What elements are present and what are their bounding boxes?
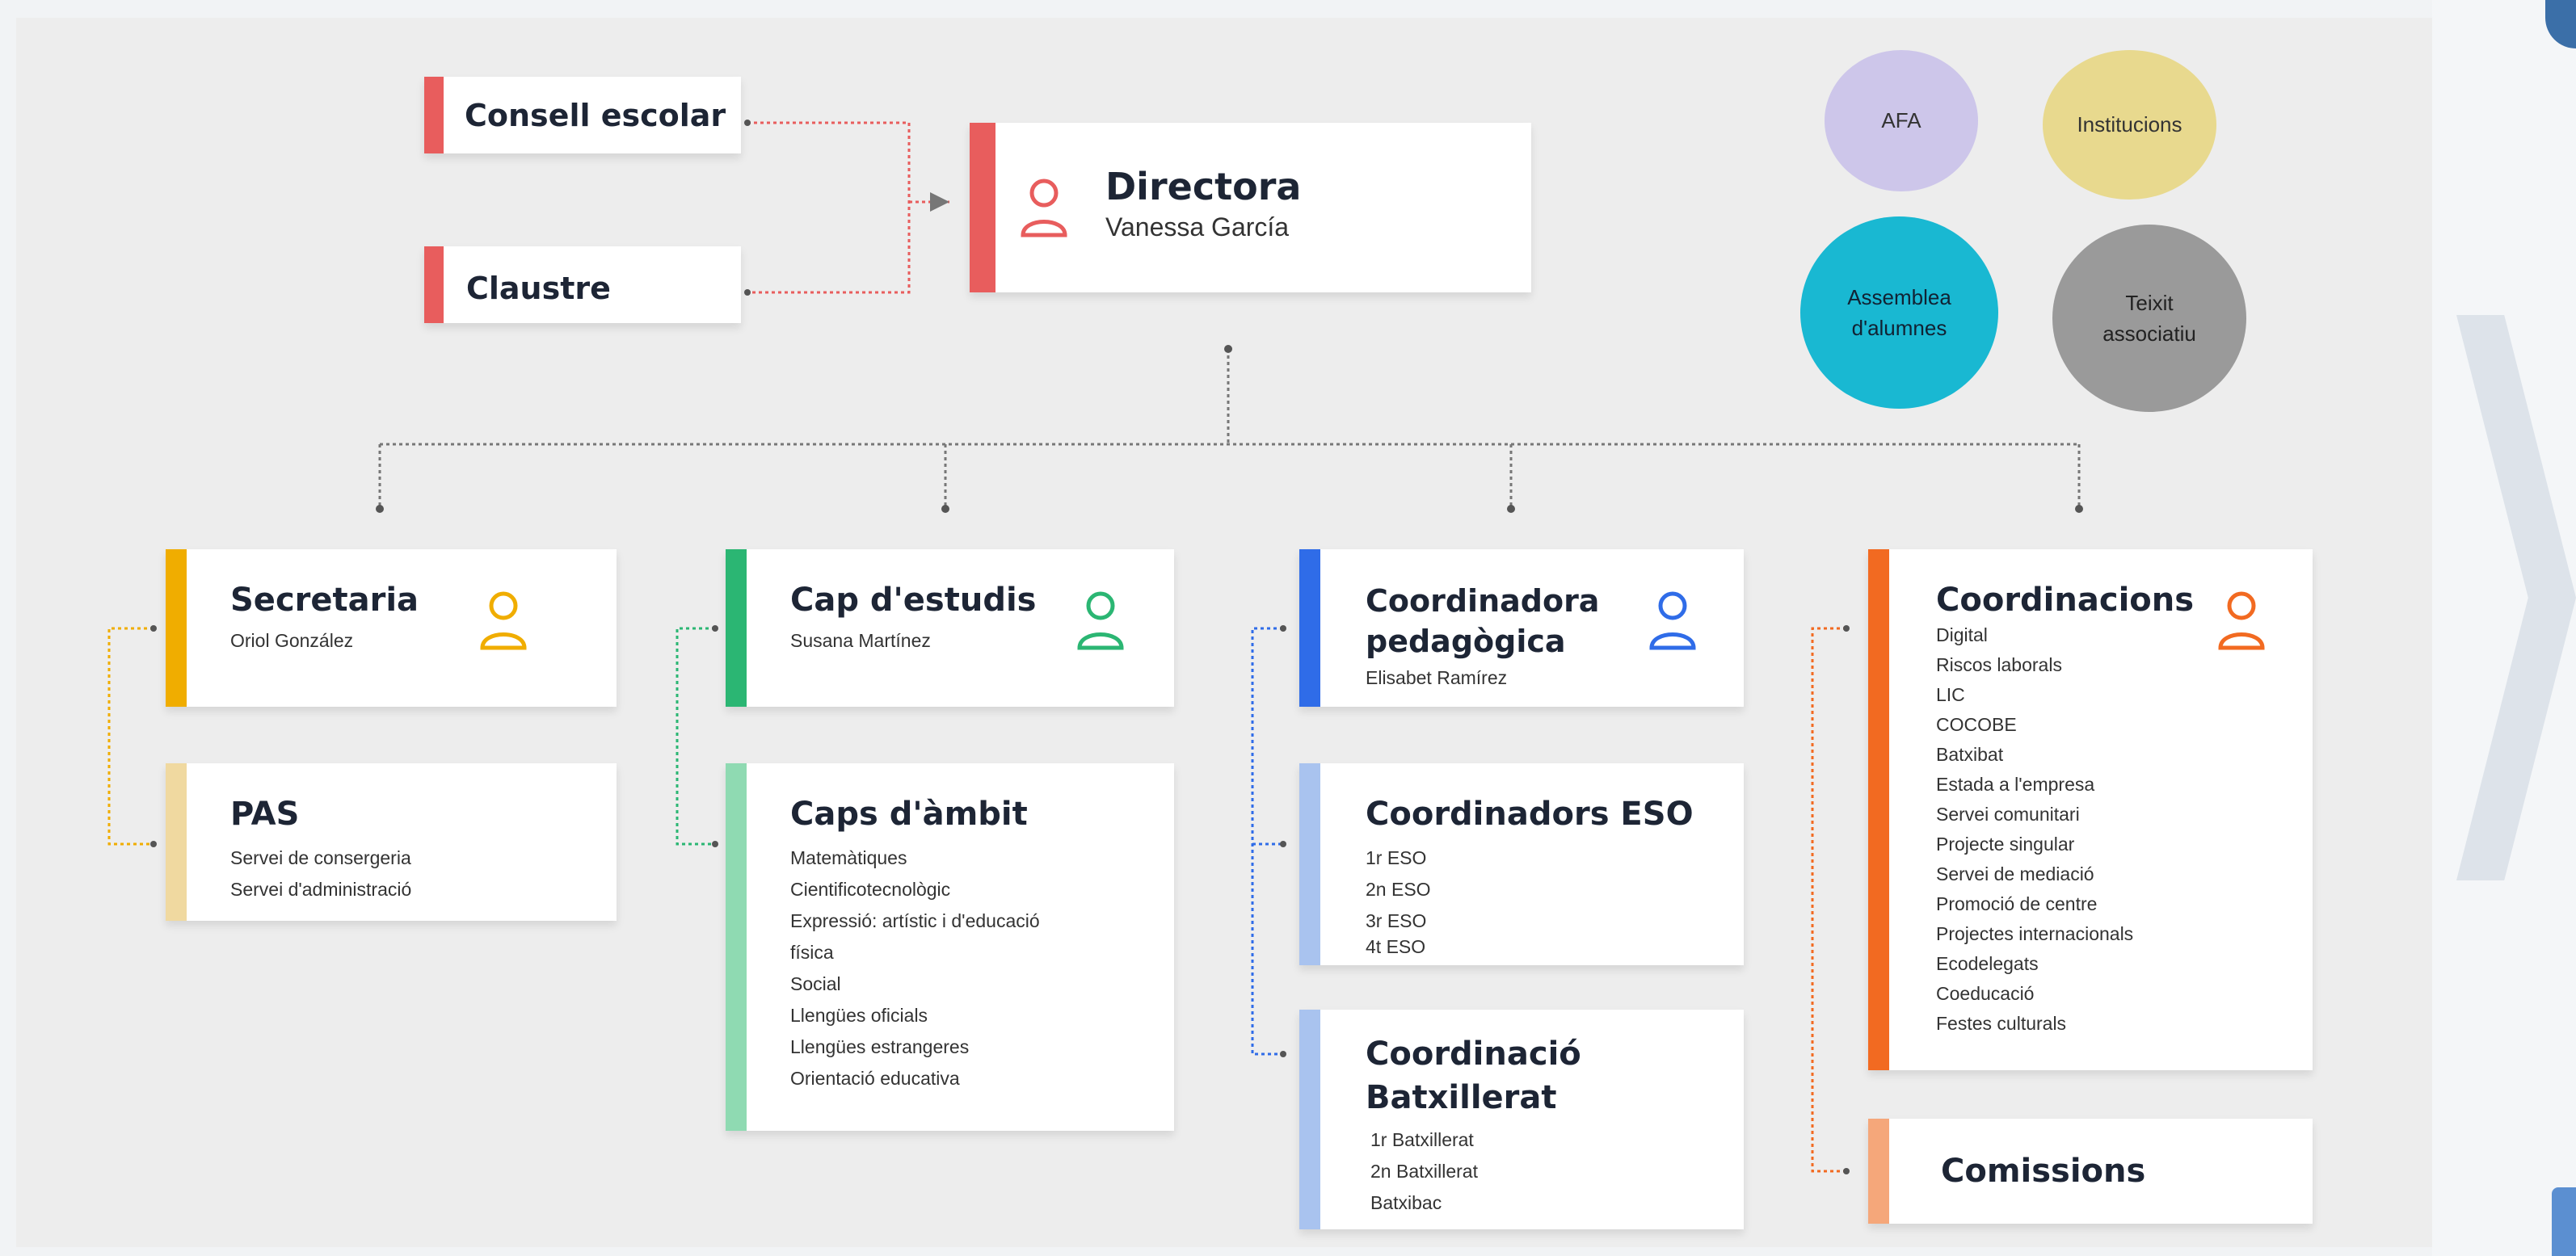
batx-item: 2n Batxillerat (1370, 1161, 1478, 1182)
bubble-afa-label: AFA (1881, 108, 1921, 132)
coordinacions-item: Projecte singular (1936, 834, 2075, 855)
caps-ambit-item: Orientació educativa (790, 1068, 960, 1089)
bubble-teixit-line1: Teixit (2125, 291, 2174, 315)
person-icon (1077, 591, 1124, 650)
eso-item: 2n ESO (1366, 879, 1431, 900)
coordinacions-item: Estada a l'empresa (1936, 774, 2095, 795)
batx-item: 1r Batxillerat (1370, 1129, 1474, 1150)
coordinacions-item: Projectes internacionals (1936, 923, 2134, 944)
coordinacions-item: Ecodelegats (1936, 953, 2039, 974)
bubble-assemblea-line2: d'alumnes (1851, 316, 1947, 340)
eso-item: 3r ESO (1366, 910, 1427, 931)
coordinacions-item: Servei de mediació (1936, 863, 2094, 884)
coordinacions-item: Festes culturals (1936, 1013, 2067, 1034)
coordinadors-eso-accent-bar (1299, 763, 1320, 965)
caps-ambit-title: Caps d'àmbit (790, 796, 1028, 833)
bubble-institucions: Institucions (2043, 50, 2216, 200)
coordinacions-accent-bar (1868, 549, 1889, 1070)
bubble-teixit-line2: associatiu (2102, 321, 2196, 346)
coordinacions-title: Coordinacions (1936, 582, 2195, 619)
coordinacions-item: Servei comunitari (1936, 804, 2080, 825)
coordinacions-box: Coordinacions Digital Riscos laborals LI… (1868, 549, 2313, 1070)
coordinacions-item: Promoció de centre (1936, 893, 2098, 914)
director-accent-bar (970, 123, 995, 292)
pas-item: Servei d'administració (230, 879, 412, 900)
director-title: Directora (1105, 165, 1302, 208)
coordinacio-batxillerat-box: Coordinació Batxillerat 1r Batxillerat 2… (1299, 1010, 1744, 1229)
batx-item: Batxibac (1370, 1192, 1442, 1213)
eso-item: 1r ESO (1366, 847, 1427, 868)
person-icon (1021, 179, 1067, 237)
secretaria-accent-bar (166, 549, 187, 707)
coordinacio-batxillerat-accent-bar (1299, 1010, 1320, 1229)
coord-pedagogica-title: Coordinadora (1366, 583, 1600, 619)
person-icon (2218, 591, 2265, 650)
bubble-assemblea: Assemblea d'alumnes (1800, 216, 1998, 409)
consell-escolar-label: Consell escolar (465, 98, 726, 133)
coord-pedagogica-title-2: pedagògica (1366, 624, 1566, 659)
coord-pedagogica-name: Elisabet Ramírez (1366, 667, 1508, 688)
claustre-box: Claustre (424, 246, 741, 323)
bubble-teixit: Teixit associatiu (2052, 225, 2246, 412)
coordinacio-batxillerat-title-2: Batxillerat (1366, 1079, 1557, 1116)
claustre-accent-bar (424, 246, 444, 323)
coordinacions-item: Batxibat (1936, 744, 2004, 765)
coord-pedagogica-accent-bar (1299, 549, 1320, 707)
coordinacions-item: COCOBE (1936, 714, 2017, 735)
director-name: Vanessa García (1105, 212, 1290, 242)
eso-item: 4t ESO (1366, 936, 1426, 957)
comissions-accent-bar (1868, 1119, 1889, 1224)
claustre-label: Claustre (466, 271, 611, 306)
secretaria-title: Secretaria (230, 582, 419, 619)
director-box: Directora Vanessa García (970, 123, 1531, 292)
caps-ambit-item: Llengües estrangeres (790, 1036, 970, 1057)
bubble-assemblea-line1: Assemblea (1847, 285, 1951, 309)
coordinadors-eso-box: Coordinadors ESO 1r ESO 2n ESO 3r ESO 4t… (1299, 763, 1744, 965)
caps-ambit-item: Cientificotecnològic (790, 879, 951, 900)
caps-ambit-item: física (790, 942, 834, 963)
cap-estudis-accent-bar (726, 549, 747, 707)
bottom-tab-decoration (2552, 1187, 2576, 1256)
bubble-afa: AFA (1825, 50, 1978, 191)
cap-estudis-box: Cap d'estudis Susana Martínez (726, 549, 1174, 707)
pas-accent-bar (166, 763, 187, 921)
secretaria-name: Oriol González (230, 630, 354, 651)
coordinacions-item: Riscos laborals (1936, 654, 2062, 675)
coordinadors-eso-title: Coordinadors ESO (1366, 796, 1694, 833)
coordinacio-batxillerat-title: Coordinació (1366, 1035, 1581, 1073)
caps-ambit-accent-bar (726, 763, 747, 1131)
person-icon (480, 591, 527, 650)
comissions-box: Comissions (1868, 1119, 2313, 1224)
pas-box: PAS Servei de consergeria Servei d'admin… (166, 763, 617, 921)
coord-pedagogica-box: Coordinadora pedagògica Elisabet Ramírez (1299, 549, 1744, 707)
caps-ambit-item: Llengües oficials (790, 1005, 928, 1026)
cap-estudis-name: Susana Martínez (790, 630, 931, 651)
secretaria-box: Secretaria Oriol González (166, 549, 617, 707)
pas-title: PAS (230, 796, 300, 833)
comissions-title: Comissions (1941, 1153, 2146, 1190)
caps-ambit-item: Matemàtiques (790, 847, 907, 868)
coordinacions-item: LIC (1936, 684, 1965, 705)
caps-ambit-box: Caps d'àmbit Matemàtiques Cientificotecn… (726, 763, 1174, 1131)
coordinacions-item: Digital (1936, 624, 1988, 645)
person-icon (1649, 591, 1696, 650)
coordinacions-item: Coeducació (1936, 983, 2035, 1004)
bubble-institucions-label: Institucions (2077, 112, 2182, 137)
consell-escolar-box: Consell escolar (424, 77, 741, 153)
cap-estudis-title: Cap d'estudis (790, 582, 1037, 619)
consell-accent-bar (424, 77, 444, 153)
caps-ambit-item: Social (790, 973, 841, 994)
caps-ambit-item: Expressió: artístic i d'educació (790, 910, 1040, 931)
pas-item: Servei de consergeria (230, 847, 411, 868)
